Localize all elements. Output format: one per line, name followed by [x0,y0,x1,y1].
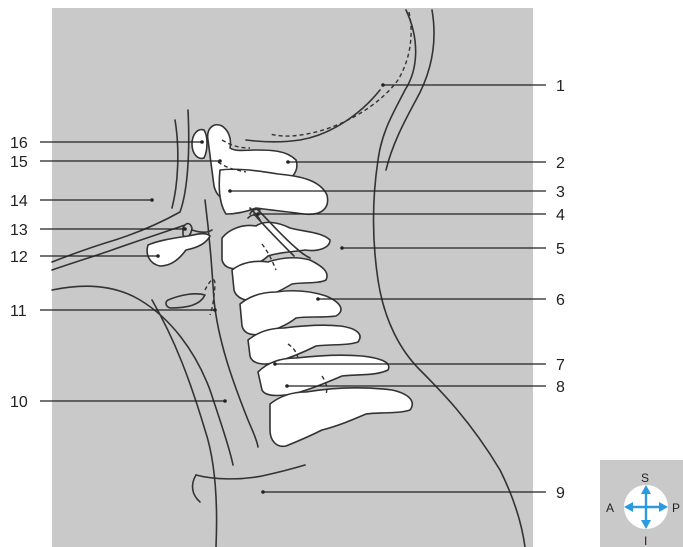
compass-anterior-label: A [606,501,614,515]
label-2: 2 [556,155,565,172]
label-1: 1 [556,78,565,95]
compass-posterior-label: P [672,501,680,515]
label-8: 8 [556,379,565,396]
label-9: 9 [556,485,565,502]
label-11: 11 [10,303,27,320]
label-16: 16 [10,135,28,152]
label-6: 6 [556,292,565,309]
label-14: 14 [10,193,28,210]
label-3: 3 [556,184,565,201]
label-7: 7 [556,357,565,374]
label-5: 5 [556,241,565,258]
label-10: 10 [10,394,28,411]
compass-inferior-label: I [644,534,647,547]
label-13: 13 [10,222,28,239]
label-12: 12 [10,249,28,266]
label-4: 4 [556,207,565,224]
orientation-compass: S A P I [600,460,683,547]
label-15: 15 [10,154,28,171]
compass-superior-label: S [641,471,649,485]
